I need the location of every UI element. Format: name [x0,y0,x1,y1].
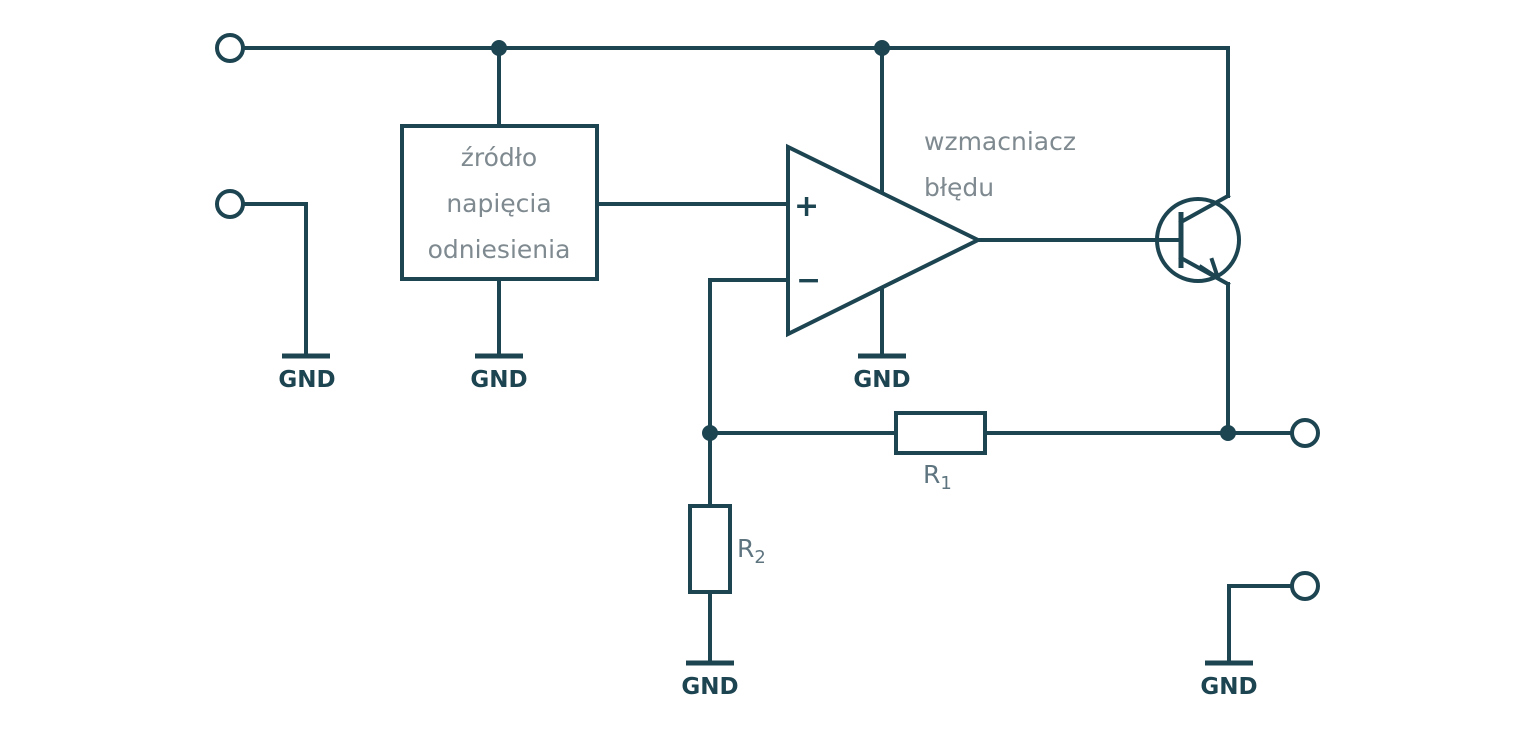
gnd-label-opamp: GND [853,367,910,393]
npn-transistor [1155,193,1241,287]
error-amp-label-line-1: wzmacniacz [924,127,1076,156]
r1-label: R1 [923,460,952,494]
gnd-label-output: GND [1200,674,1257,700]
reference-label-line-1: źródło [461,143,537,172]
reference-source-block [400,124,599,281]
r2-label: R2 [737,534,766,568]
gnd-label-input: GND [278,367,335,393]
junction-node-reference [491,40,507,56]
opamp-minus-sign: − [796,263,821,298]
error-amplifier-opamp [786,143,983,338]
junction-node-feedback [702,425,718,441]
reference-label-line-3: odniesienia [428,235,571,264]
resistor-r1 [894,411,987,455]
gnd-label-r2: GND [681,674,738,700]
gnd-label-reference: GND [470,367,527,393]
input-ground-wire [241,202,308,357]
resistor-r2 [688,504,732,594]
transistor-collector-lead [1178,193,1231,225]
junction-node-opamp [874,40,890,56]
feedback-to-minus-wire [708,278,790,435]
output-ground-wire [1227,584,1295,664]
emitter-arrow-icon [1198,257,1222,283]
input-terminal-positive [215,33,245,63]
opamp-plus-sign: + [794,189,819,224]
error-amp-label-line-2: błędu [924,173,994,202]
output-terminal-positive [1290,418,1320,448]
junction-node-output [1220,425,1236,441]
reference-label-line-2: napięcia [446,189,551,218]
output-terminal-ground [1290,571,1320,601]
input-terminal-ground [215,189,245,219]
